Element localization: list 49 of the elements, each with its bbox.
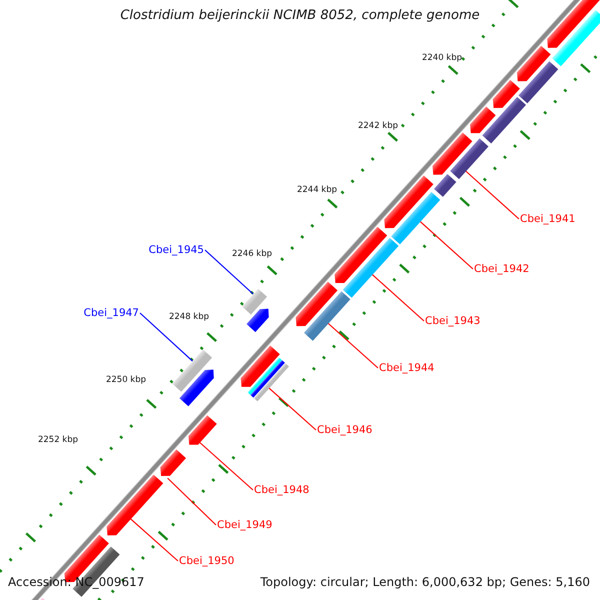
gene-label: Cbei_1947 — [84, 306, 139, 320]
gene-feature — [106, 474, 164, 536]
gene-feature — [492, 80, 520, 108]
scale-label: 2246 kbp — [232, 248, 272, 261]
gene-label: Cbei_1950 — [179, 554, 234, 568]
leader-line — [130, 518, 178, 562]
gene-feature — [179, 370, 214, 406]
gene-feature — [516, 46, 551, 82]
gene-feature — [160, 449, 186, 476]
scale-label: 2242 kbp — [358, 120, 398, 133]
gene-label: Cbei_1948 — [254, 483, 310, 497]
scale-label: 2252 kbp — [38, 434, 78, 447]
gene-label: Cbei_1945 — [148, 243, 204, 257]
gene-feature — [342, 238, 399, 298]
leader-line — [420, 221, 474, 270]
leader-line — [199, 442, 254, 490]
leader-line — [204, 250, 254, 294]
gene-feature — [334, 226, 388, 284]
gene-feature — [242, 288, 268, 315]
leader-line — [140, 312, 193, 362]
gene-label: Cbei_1946 — [317, 423, 372, 437]
scale-label: 2240 kbp — [422, 52, 462, 65]
title: Clostridium beijerinckii NCIMB 8052, complete genome — [120, 9, 480, 23]
gene-label: Cbei_1941 — [520, 212, 576, 226]
gene-feature — [552, 10, 600, 66]
gene-feature — [304, 291, 350, 341]
leader-line — [328, 323, 378, 368]
leader-line — [466, 170, 520, 220]
scale-label: 2244 kbp — [296, 184, 338, 197]
gene-feature — [384, 176, 434, 228]
gene-label: Cbei_1943 — [425, 314, 480, 328]
gene-label: Cbei_1949 — [217, 518, 272, 532]
leader-line — [167, 478, 216, 526]
gene-feature — [188, 415, 217, 445]
gene-label: Cbei_1944 — [379, 361, 434, 375]
genome-stats: Topology: circular; Length: 6,000,632 bp; Genes: 5,160 — [260, 575, 590, 589]
gene-feature — [172, 350, 212, 392]
gene-feature — [470, 106, 496, 134]
scale-label: 2248 kbp — [168, 311, 210, 324]
gene-feature — [391, 192, 440, 244]
gene-feature — [547, 0, 600, 48]
gene-label: Cbei_1942 — [474, 262, 530, 276]
gene-feature — [450, 138, 488, 180]
scale-label: 2250 kbp — [106, 374, 146, 387]
gene-feature — [246, 308, 269, 332]
leader-line — [372, 274, 424, 322]
gene-feature — [296, 282, 338, 326]
leader-line — [268, 388, 316, 430]
gene-feature — [240, 345, 280, 387]
